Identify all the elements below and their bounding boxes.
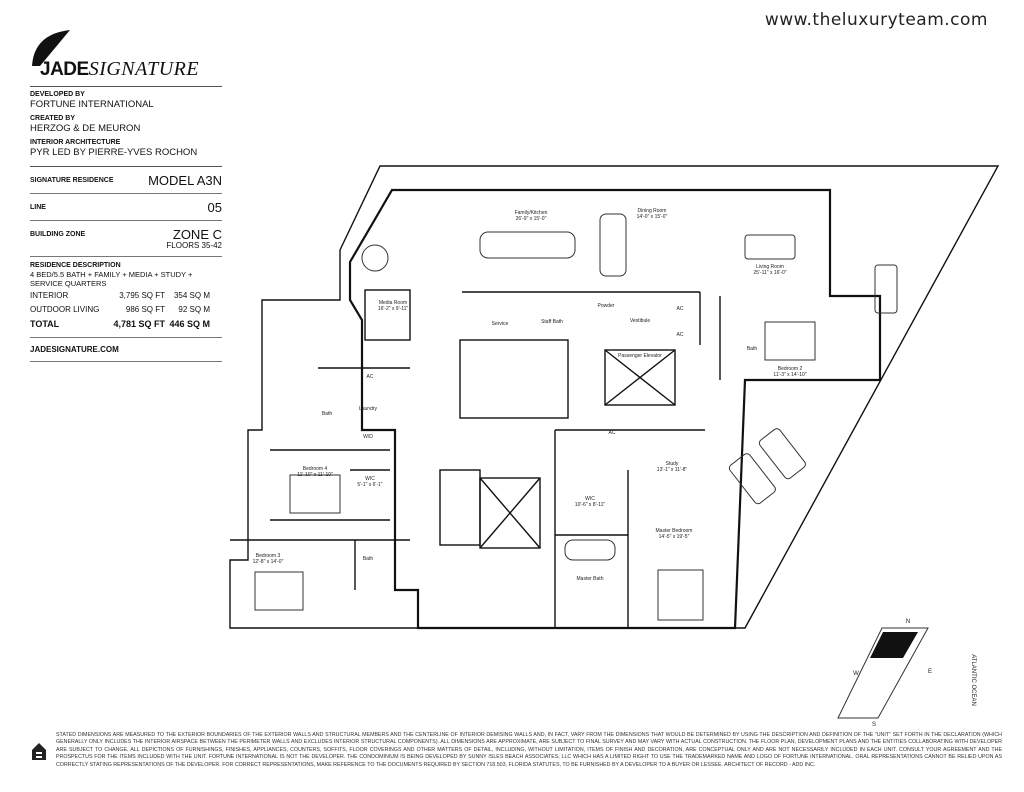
divider: [30, 86, 222, 87]
svg-text:Bedroom 2: Bedroom 2: [778, 366, 803, 372]
master-tub: [564, 539, 616, 561]
terrace-table: [874, 264, 898, 314]
lounge-chair: [728, 453, 776, 505]
svg-text:26'-9" x 15'-0": 26'-9" x 15'-0": [516, 216, 547, 222]
credit-label: INTERIOR ARCHITECTURE: [30, 139, 121, 146]
bed-3: [254, 571, 304, 611]
brand-name: JADESIGNATURE: [40, 58, 200, 80]
line-number: 05: [207, 200, 222, 215]
svg-text:Study: Study: [666, 461, 679, 467]
credit-value: HERZOG & DE MEURON: [30, 123, 141, 134]
svg-text:Service: Service: [492, 321, 509, 327]
credit-value: FORTUNE INTERNATIONAL: [30, 99, 154, 110]
svg-text:AC: AC: [677, 332, 684, 338]
bed-2: [764, 321, 816, 361]
svg-text:S: S: [872, 722, 876, 728]
svg-text:Passenger Elevator: Passenger Elevator: [618, 353, 662, 359]
equal-housing-icon: [32, 743, 46, 760]
credit-label: DEVELOPED BY: [30, 91, 85, 98]
model-name: MODEL A3N: [148, 173, 222, 188]
interior-walls: [348, 188, 882, 630]
svg-text:Staff Bath: Staff Bath: [541, 319, 563, 325]
svg-text:AC: AC: [609, 430, 616, 436]
svg-text:AC: AC: [367, 374, 374, 380]
dining-table: [599, 213, 627, 277]
svg-text:N: N: [906, 619, 910, 625]
svg-text:16'-2" x 9'-11": 16'-2" x 9'-11": [378, 306, 409, 312]
bed-4: [289, 474, 341, 514]
divider: [30, 166, 222, 167]
svg-text:AC: AC: [677, 306, 684, 312]
svg-text:11'-10" x 11'-10": 11'-10" x 11'-10": [297, 472, 333, 478]
svg-text:Bath: Bath: [322, 411, 333, 417]
svg-text:Dining Room: Dining Room: [638, 208, 667, 214]
sofa: [744, 234, 796, 260]
storage-box: [439, 469, 481, 546]
info-panel: DEVELOPED BY FORTUNE INTERNATIONAL CREAT…: [30, 86, 222, 362]
svg-text:5'-1" x 6'-1": 5'-1" x 6'-1": [357, 482, 382, 488]
svg-text:13'-1" x 11'-8": 13'-1" x 11'-8": [657, 467, 688, 473]
legal-disclaimer: Stated dimensions are measured to the ex…: [56, 732, 1002, 768]
master-bed: [657, 569, 704, 621]
elevator-shaft: [604, 349, 676, 406]
svg-text:WIC: WIC: [365, 476, 375, 482]
media-room-box: [364, 289, 411, 341]
ocean-label: ATLANTIC OCEAN: [970, 654, 976, 706]
svg-text:Laundry: Laundry: [359, 406, 378, 412]
svg-text:Bedroom 3: Bedroom 3: [256, 553, 281, 559]
line-row: LINE 05: [30, 194, 222, 221]
brand-logo: JADESIGNATURE: [30, 28, 230, 80]
svg-text:14'-0" x 15'-0": 14'-0" x 15'-0": [637, 214, 668, 220]
credit-value: PYR LED BY PIERRE-YVES ROCHON: [30, 147, 198, 158]
svg-text:12'-8" x 14'-0": 12'-8" x 14'-0": [253, 559, 284, 565]
svg-text:Living Room: Living Room: [756, 264, 784, 270]
svg-text:Bedroom 4: Bedroom 4: [303, 466, 328, 472]
kitchen-island: [479, 231, 576, 259]
svg-text:Bath: Bath: [747, 346, 758, 352]
svg-text:E: E: [928, 669, 932, 675]
svg-text:WIC: WIC: [585, 496, 595, 502]
compass: N S E W ATLANTIC OCEAN: [837, 619, 976, 728]
svg-text:W/D: W/D: [363, 434, 373, 440]
stair-core: [459, 339, 569, 419]
website-header[interactable]: www.theluxuryteam.com: [764, 10, 988, 30]
svg-text:25'-11" x 16'-0": 25'-11" x 16'-0": [753, 270, 786, 276]
svg-text:Family/Kitchen: Family/Kitchen: [515, 210, 548, 216]
svg-text:Master Bath: Master Bath: [577, 576, 604, 582]
terrace-round-table: [361, 244, 389, 272]
plan-outline: [229, 165, 1000, 629]
jade-website-link[interactable]: JADESIGNATURE.COM: [30, 337, 222, 362]
svg-text:14'-5" x 19'-5": 14'-5" x 19'-5": [659, 534, 690, 540]
logo-swoosh-icon: [32, 30, 70, 66]
svg-text:Powder: Powder: [598, 303, 615, 309]
svg-text:11'-3" x 14'-10": 11'-3" x 14'-10": [773, 372, 806, 378]
residence-description: RESIDENCE DESCRIPTION 4 BED/5.5 BATH + F…: [30, 257, 222, 329]
signature-row: SIGNATURE RESIDENCE MODEL A3N: [30, 167, 222, 194]
svg-text:Master Bedroom: Master Bedroom: [656, 528, 693, 534]
svg-text:10'-6" x 8'-11": 10'-6" x 8'-11": [575, 502, 606, 508]
floors-value: FLOORS 35-42: [166, 241, 222, 250]
svg-text:Vestibule: Vestibule: [630, 318, 651, 324]
svg-text:Bath: Bath: [363, 556, 374, 562]
credit-label: CREATED BY: [30, 115, 75, 122]
svg-text:Media Room: Media Room: [379, 300, 407, 306]
svg-text:W: W: [853, 671, 859, 677]
lounge-chair: [758, 428, 806, 480]
